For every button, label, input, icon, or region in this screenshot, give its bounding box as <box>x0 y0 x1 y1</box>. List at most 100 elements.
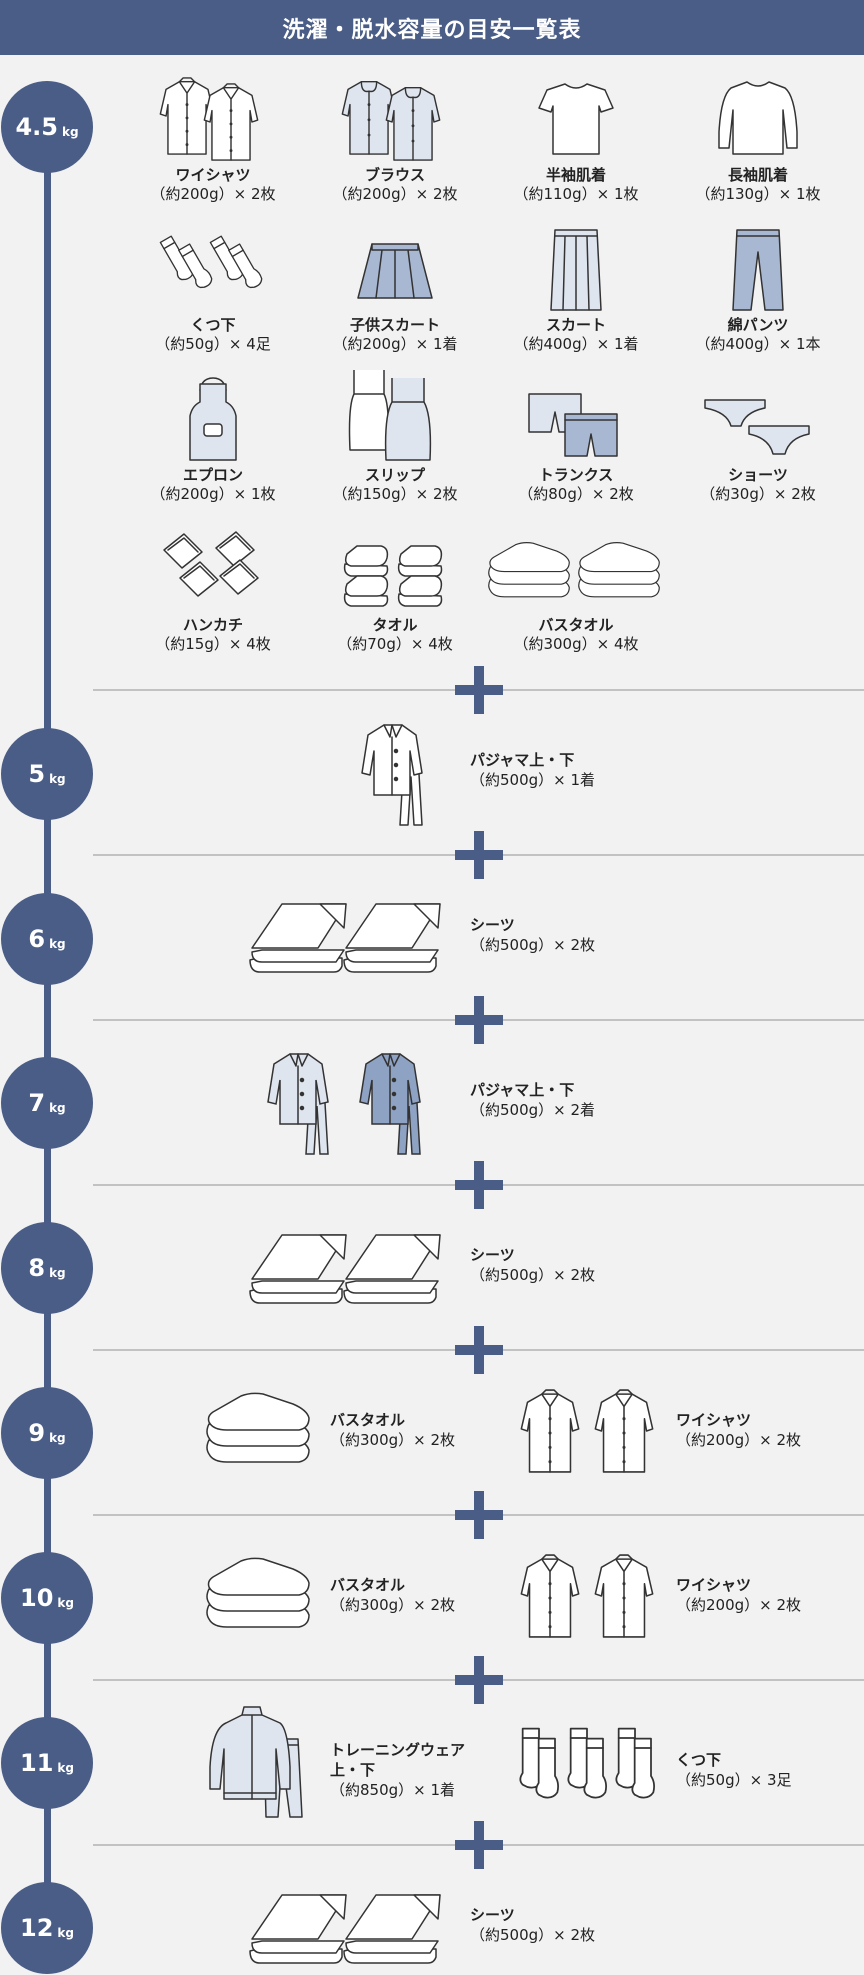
level-unit: kg <box>61 125 79 139</box>
pajamas-icon <box>267 1053 421 1155</box>
item-qty: （約850g）× 1着 <box>330 1781 456 1799</box>
dress-shirt-icon <box>520 1389 654 1473</box>
item-qty: （約500g）× 2枚 <box>470 1266 596 1284</box>
level-unit: kg <box>49 1431 66 1445</box>
child-skirt-icon <box>357 243 433 299</box>
item-qty: （約200g）× 1枚 <box>150 485 276 503</box>
item-trunks: トランクス （約80g）× 2枚 <box>485 376 667 504</box>
level-value: 11 <box>20 1749 54 1777</box>
level-unit: kg <box>57 1596 74 1610</box>
level-unit: kg <box>57 1761 74 1775</box>
item-qty: （約500g）× 1着 <box>470 771 596 789</box>
item-name: バスタオル <box>330 1411 406 1429</box>
plus-icon <box>455 1821 503 1869</box>
item-qty: （約80g）× 2枚 <box>518 485 634 503</box>
item-name: シーツ <box>470 1246 515 1264</box>
item-dress-shirt: ワイシャツ （約200g）× 2枚 <box>676 1575 801 1615</box>
item-bath-towel: バスタオル （約300g）× 2枚 <box>330 1410 455 1450</box>
item-name: パジャマ上・下 <box>470 1081 575 1099</box>
item-name: スカート <box>545 316 606 334</box>
plus-icon <box>455 1491 503 1539</box>
plus-icon <box>455 831 503 879</box>
item-name: 半袖肌着 <box>545 166 606 184</box>
level-value: 12 <box>20 1914 54 1942</box>
item-name: バスタオル <box>538 616 614 634</box>
item-child-skirt: 子供スカート （約200g）× 1着 <box>304 226 486 354</box>
level-value: 4.5 <box>15 113 58 141</box>
item-bath-towel: バスタオル （約300g）× 2枚 <box>330 1575 455 1615</box>
bath-towel-icon <box>206 1392 310 1463</box>
item-socks: くつ下 （約50g）× 4足 <box>122 226 304 354</box>
item-qty: （約300g）× 2枚 <box>330 1431 456 1449</box>
item-name: 子供スカート <box>349 316 440 334</box>
item-long-sleeve-undershirt: 長袖肌着 （約130g）× 1枚 <box>667 76 849 204</box>
item-dress-shirt: ワイシャツ （約200g）× 2枚 <box>122 76 304 204</box>
item-towel: タオル （約70g）× 4枚 <box>304 526 486 654</box>
item-name: バスタオル <box>330 1576 406 1594</box>
item-short-sleeve-undershirt: 半袖肌着 （約110g）× 1枚 <box>485 76 667 204</box>
plus-icon <box>455 1161 503 1209</box>
item-qty: （約300g）× 2枚 <box>330 1596 456 1614</box>
item-qty: （約500g）× 2着 <box>470 1101 596 1119</box>
item-training-wear: トレーニングウェア 上・下 （約850g）× 1着 <box>330 1740 465 1800</box>
item-qty: （約500g）× 2枚 <box>470 936 596 954</box>
level-value: 9 <box>28 1419 46 1447</box>
item-qty: （約30g）× 2枚 <box>700 485 816 503</box>
long-sleeve-undershirt-icon <box>718 81 798 155</box>
pajamas-icon <box>361 724 423 826</box>
slip-icon <box>348 370 432 461</box>
level-unit: kg <box>49 937 66 951</box>
item-name: ワイシャツ <box>676 1576 752 1594</box>
item-qty: （約200g）× 2枚 <box>150 185 276 203</box>
training-wear-icon <box>209 1706 303 1818</box>
item-name: パジャマ上・下 <box>470 751 575 769</box>
item-name-line1: トレーニングウェア <box>330 1741 466 1759</box>
item-cotton-pants: 綿パンツ （約400g）× 1本 <box>667 226 849 354</box>
item-name: ハンカチ <box>182 616 243 634</box>
shorts-icon <box>704 399 810 455</box>
level-value: 8 <box>28 1254 46 1282</box>
item-name: スリップ <box>364 466 425 484</box>
sheets-icon <box>249 903 441 973</box>
item-name: ショーツ <box>728 466 788 484</box>
item-qty: （約400g）× 1着 <box>513 335 639 353</box>
item-sheets: シーツ （約500g）× 2枚 <box>470 915 595 955</box>
item-qty: （約200g）× 1着 <box>332 335 458 353</box>
item-name: 長袖肌着 <box>727 166 788 184</box>
item-qty: （約200g）× 2枚 <box>676 1596 802 1614</box>
item-qty: （約110g）× 1枚 <box>513 185 639 203</box>
item-qty: （約200g）× 2枚 <box>332 185 458 203</box>
level-value: 5 <box>28 760 46 788</box>
item-name: ワイシャツ <box>676 1411 752 1429</box>
sheets-icon <box>249 1894 441 1964</box>
item-apron: エプロン （約200g）× 1枚 <box>122 376 304 504</box>
level-value: 7 <box>28 1089 46 1117</box>
item-qty: （約400g）× 1本 <box>695 335 821 353</box>
page-title: 洗濯・脱水容量の目安一覧表 <box>0 0 864 55</box>
short-sleeve-undershirt-icon <box>538 83 614 155</box>
level-unit: kg <box>57 1926 74 1940</box>
timeline-line <box>44 110 51 1950</box>
item-name: シーツ <box>470 1906 515 1924</box>
item-slip: スリップ （約150g）× 2枚 <box>304 366 486 504</box>
item-shorts: ショーツ （約30g）× 2枚 <box>667 376 849 504</box>
plus-icon <box>455 666 503 714</box>
apron-icon <box>189 377 237 461</box>
level-unit: kg <box>49 1101 66 1115</box>
level-value: 10 <box>20 1584 54 1612</box>
plus-icon <box>455 996 503 1044</box>
skirt-icon <box>550 229 602 311</box>
dress-shirt-icon <box>159 77 259 161</box>
item-qty: （約150g）× 2枚 <box>332 485 458 503</box>
bath-towel-icon <box>488 542 660 598</box>
socks-icon <box>158 234 265 291</box>
towel-icon <box>343 545 443 607</box>
